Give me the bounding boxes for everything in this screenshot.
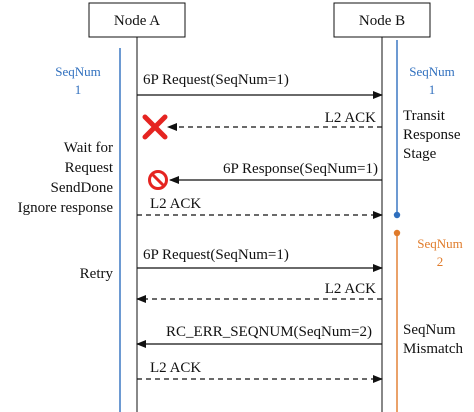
message-label: 6P Request(SeqNum=1) — [143, 247, 289, 263]
wait-note-line: Request — [65, 160, 114, 176]
right-seqnum-top-label: SeqNum — [409, 64, 455, 79]
no-entry-icon — [148, 170, 168, 190]
right-seqnum-bottom-label: SeqNum — [417, 236, 463, 251]
message-label: L2 ACK — [325, 110, 376, 126]
left-seqnum-label: SeqNum — [55, 64, 101, 79]
wait-note-line: Ignore response — [18, 200, 114, 216]
message-label: L2 ACK — [150, 360, 201, 376]
transit-note-line: Stage — [403, 146, 437, 162]
right-seqnum-top-value: 1 — [429, 82, 436, 97]
wait-note-line: Wait for — [64, 140, 113, 156]
message-label: L2 ACK — [150, 196, 201, 212]
mismatch-note-line: SeqNum — [403, 322, 456, 338]
red-x-icon — [142, 114, 168, 140]
node-a-box — [88, 2, 186, 38]
message-label: L2 ACK — [325, 281, 376, 297]
message-label: 6P Response(SeqNum=1) — [223, 161, 378, 177]
retry-note: Retry — [80, 266, 114, 282]
node-b-blue-endpoint — [393, 211, 401, 219]
message-label: RC_ERR_SEQNUM(SeqNum=2) — [166, 324, 372, 340]
mismatch-note-line: Mismatch — [403, 341, 463, 357]
message-label: 6P Request(SeqNum=1) — [143, 72, 289, 88]
node-b-label: Node B — [359, 13, 405, 29]
transit-note-line: Transit — [403, 108, 446, 124]
node-a-label: Node A — [114, 13, 160, 29]
left-seqnum-value: 1 — [75, 82, 82, 97]
right-seqnum-bottom-value: 2 — [437, 254, 444, 269]
wait-note-line: SendDone — [51, 180, 114, 196]
node-b-box — [333, 2, 431, 38]
transit-note-line: Response — [403, 127, 461, 143]
